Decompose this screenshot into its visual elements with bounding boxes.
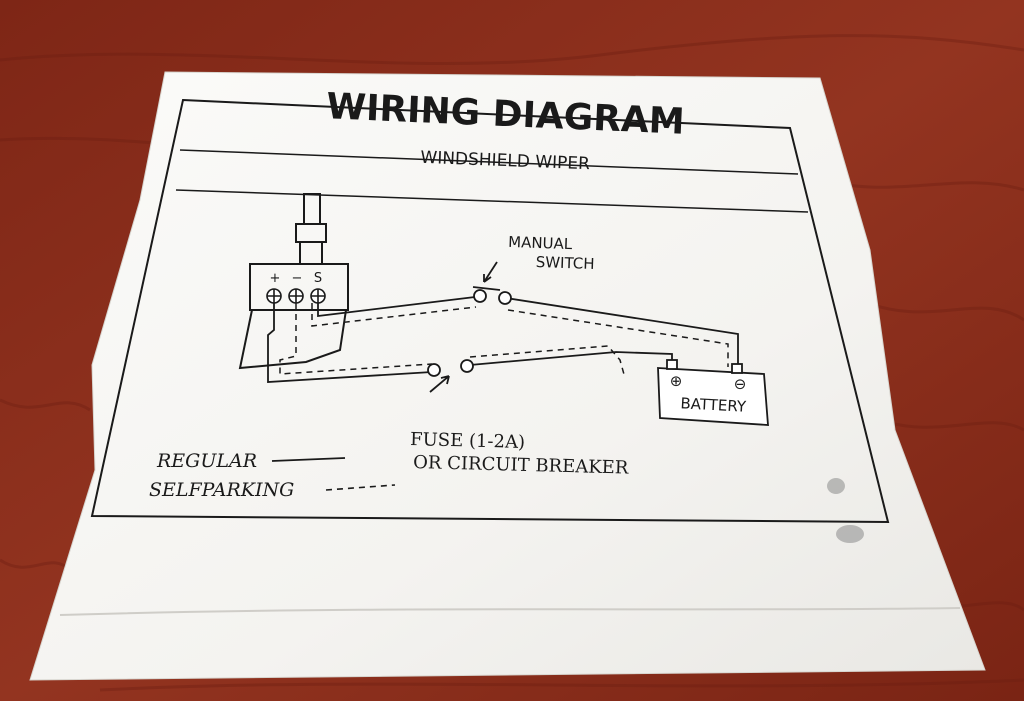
selfparking-wiring — [279, 303, 729, 379]
battery-post-minus — [731, 363, 743, 374]
motor-terminal-labels: + − S — [270, 271, 323, 286]
manual-switch — [472, 261, 512, 305]
paper-fold — [59, 607, 961, 616]
dashed-s-to-switch — [311, 303, 477, 327]
dashed-minus-loop — [279, 303, 433, 375]
fuse — [427, 359, 474, 393]
paper-sheet — [29, 71, 986, 681]
paper-stains — [827, 478, 864, 543]
battery-plus-icon: ⊕ — [670, 372, 683, 390]
switch-contact-right — [498, 291, 512, 305]
fuse-contact-right — [460, 359, 474, 373]
switch-label-line1: MANUAL — [508, 233, 573, 253]
switch-label-line2: SWITCH — [535, 253, 594, 273]
legend-regular: REGULAR — [156, 450, 257, 472]
terminal-s-label: S — [314, 271, 322, 286]
legend-regular-line — [271, 457, 346, 462]
legend-fuse-line1: FUSE (1-2A) — [410, 429, 525, 453]
switch-lever — [472, 286, 501, 291]
battery-minus-icon: ⊖ — [734, 375, 747, 393]
motor-lower-body — [238, 309, 347, 370]
switch-contact-left — [473, 289, 487, 303]
fuse-contact-left — [427, 363, 441, 377]
dashed-fuse-to-battery — [469, 345, 626, 379]
terminal-plus-label: + — [270, 271, 281, 286]
wire-plus-to-fuse — [267, 303, 433, 383]
battery-post-plus — [666, 359, 678, 370]
legend-selfparking: SELFPARKING — [149, 479, 294, 501]
dashed-switch-to-battery — [507, 309, 729, 367]
motor-housing — [249, 263, 349, 311]
diagram-border — [90, 98, 890, 524]
wire-s-to-switch — [317, 296, 476, 318]
fuse-pointer-arrow — [429, 375, 450, 393]
wire-switch-to-battery-minus — [505, 297, 739, 367]
wiper-motor — [238, 193, 349, 370]
battery-label: BATTERY — [680, 394, 747, 415]
legend-selfparking-line — [325, 484, 396, 491]
title-divider — [179, 149, 799, 175]
battery — [657, 359, 769, 426]
terminal-minus-label: − — [292, 271, 303, 286]
switch-pointer-arrow — [483, 261, 498, 283]
battery-case — [657, 367, 769, 426]
subtitle-divider — [175, 189, 809, 213]
motor-terminals — [266, 288, 326, 304]
